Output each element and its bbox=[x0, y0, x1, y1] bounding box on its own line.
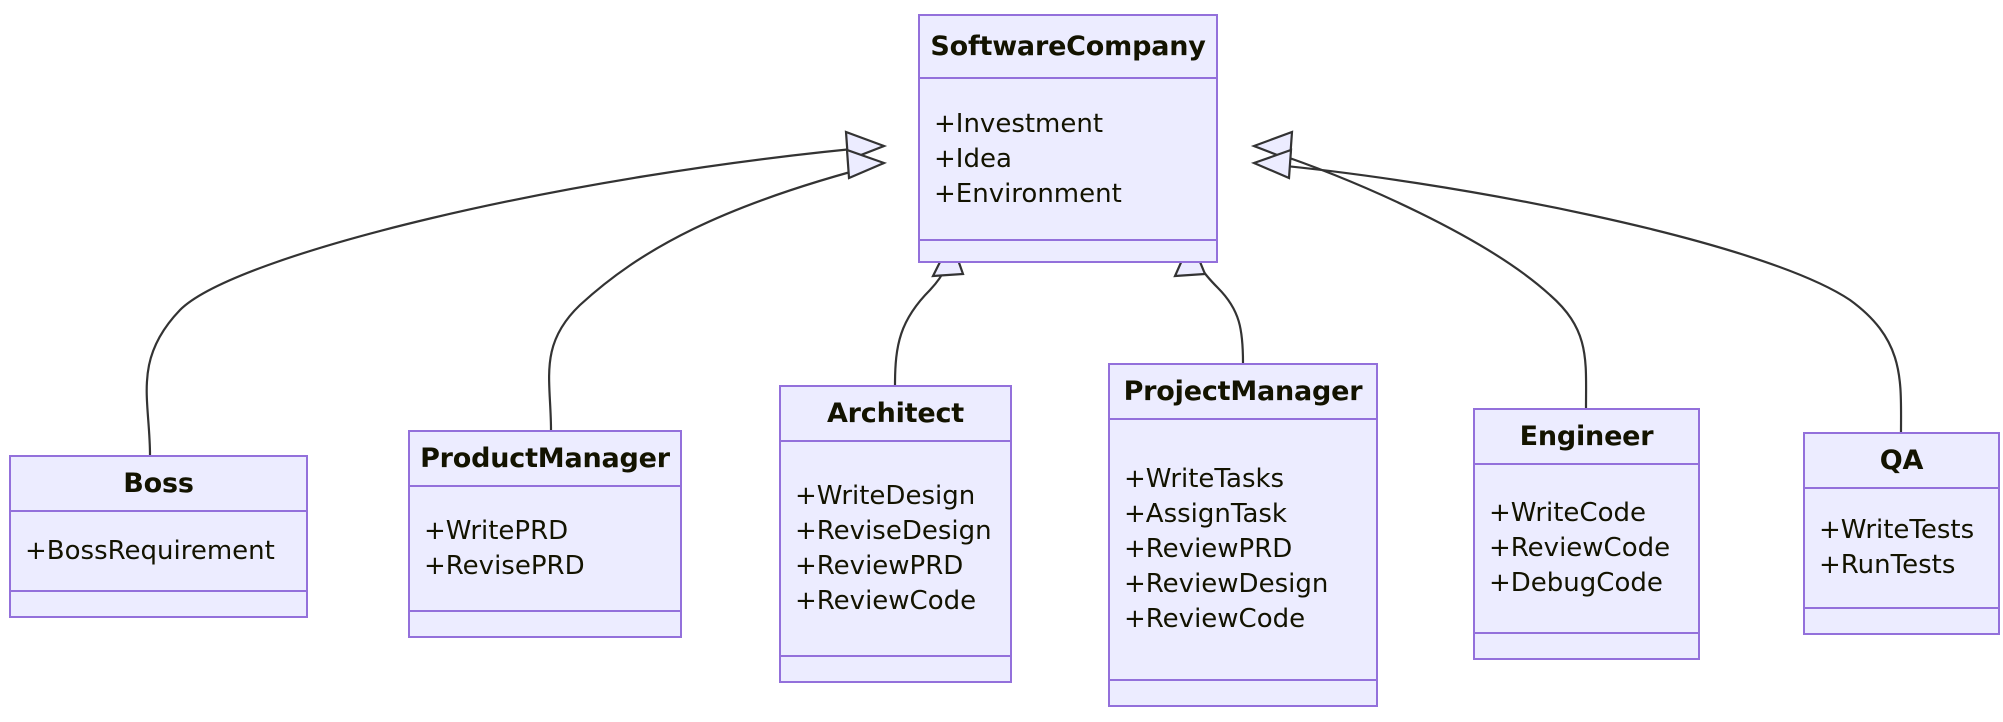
class-attribute: +RunTests bbox=[1819, 550, 1956, 580]
class-attributes-architect: +WriteDesign +ReviseDesign +ReviewPRD +Revi… bbox=[781, 442, 1010, 657]
class-attribute: +Investment bbox=[934, 108, 1104, 139]
edge-boss-edge bbox=[145, 144, 885, 456]
class-attribute: +DebugCode bbox=[1489, 568, 1663, 598]
class-attribute: +ReviewDesign bbox=[1124, 569, 1329, 599]
class-attribute: +AssignTask bbox=[1124, 499, 1287, 529]
class-node-engineer[interactable]: Engineer +WriteCode +ReviewCode +DebugCode bbox=[1473, 408, 1700, 660]
class-attribute: +RevisePRD bbox=[424, 550, 585, 581]
class-node-projectmanager[interactable]: ProjectManager +WriteTasks +AssignTask +Rev… bbox=[1108, 363, 1378, 707]
class-attributes-qa: +WriteTests +RunTests bbox=[1805, 489, 1998, 609]
class-attribute: +ReviewPRD bbox=[1124, 534, 1293, 564]
class-attribute: +WriteDesign bbox=[795, 480, 976, 511]
class-node-architect[interactable]: Architect +WriteDesign +ReviseDesign +Revie… bbox=[779, 385, 1012, 683]
class-attribute: +ReviewCode bbox=[1124, 604, 1306, 634]
class-attribute: +Idea bbox=[934, 143, 1012, 174]
class-attribute: +ReviseDesign bbox=[795, 515, 992, 546]
class-title-softwarecompany: SoftwareCompany bbox=[920, 16, 1216, 79]
class-methods-qa bbox=[1805, 609, 1998, 633]
class-methods-architect bbox=[781, 657, 1010, 681]
class-title-productmanager: ProductManager bbox=[410, 432, 680, 487]
class-methods-projectmanager bbox=[1110, 681, 1376, 705]
class-attribute: +ReviewCode bbox=[1489, 533, 1671, 563]
class-methods-boss bbox=[11, 592, 306, 616]
class-title-qa: QA bbox=[1805, 434, 1998, 489]
class-attributes-projectmanager: +WriteTasks +AssignTask +ReviewPRD +ReviewD… bbox=[1110, 420, 1376, 681]
inheritance-arrowhead-boss-arrow bbox=[844, 130, 888, 162]
class-attribute: +WritePRD bbox=[424, 515, 569, 546]
class-methods-engineer bbox=[1475, 634, 1698, 658]
class-node-productmanager[interactable]: ProductManager +WritePRD +RevisePRD bbox=[408, 430, 682, 638]
class-attributes-softwarecompany: +Investment +Idea +Environment bbox=[920, 79, 1216, 241]
class-methods-productmanager bbox=[410, 612, 680, 636]
class-methods-softwarecompany bbox=[920, 241, 1216, 261]
class-attribute: +WriteCode bbox=[1489, 498, 1646, 528]
class-title-boss: Boss bbox=[11, 457, 306, 512]
class-title-engineer: Engineer bbox=[1475, 410, 1698, 465]
class-attribute: +WriteTests bbox=[1819, 515, 1975, 545]
inheritance-arrowhead-qa-arrow bbox=[1250, 148, 1293, 180]
class-attribute: +ReviewCode bbox=[795, 585, 977, 616]
class-node-qa[interactable]: QA +WriteTests +RunTests bbox=[1803, 432, 2000, 635]
inheritance-arrowhead-engineer-arrow bbox=[1250, 130, 1294, 162]
class-attribute: +BossRequirement bbox=[25, 535, 275, 566]
class-title-architect: Architect bbox=[781, 387, 1010, 442]
class-attributes-productmanager: +WritePRD +RevisePRD bbox=[410, 487, 680, 612]
class-attribute: +ReviewPRD bbox=[795, 550, 964, 581]
class-title-projectmanager: ProjectManager bbox=[1110, 365, 1376, 420]
class-node-softwarecompany[interactable]: SoftwareCompany +Investment +Idea +Environm… bbox=[918, 14, 1218, 263]
class-attributes-boss: +BossRequirement bbox=[11, 512, 306, 592]
class-attribute: +WriteTasks bbox=[1124, 464, 1285, 494]
inheritance-arrowhead-productmanager-arrow bbox=[845, 148, 888, 180]
class-attribute: +Environment bbox=[934, 178, 1122, 209]
class-attributes-engineer: +WriteCode +ReviewCode +DebugCode bbox=[1475, 465, 1698, 634]
class-node-boss[interactable]: Boss +BossRequirement bbox=[9, 455, 308, 618]
